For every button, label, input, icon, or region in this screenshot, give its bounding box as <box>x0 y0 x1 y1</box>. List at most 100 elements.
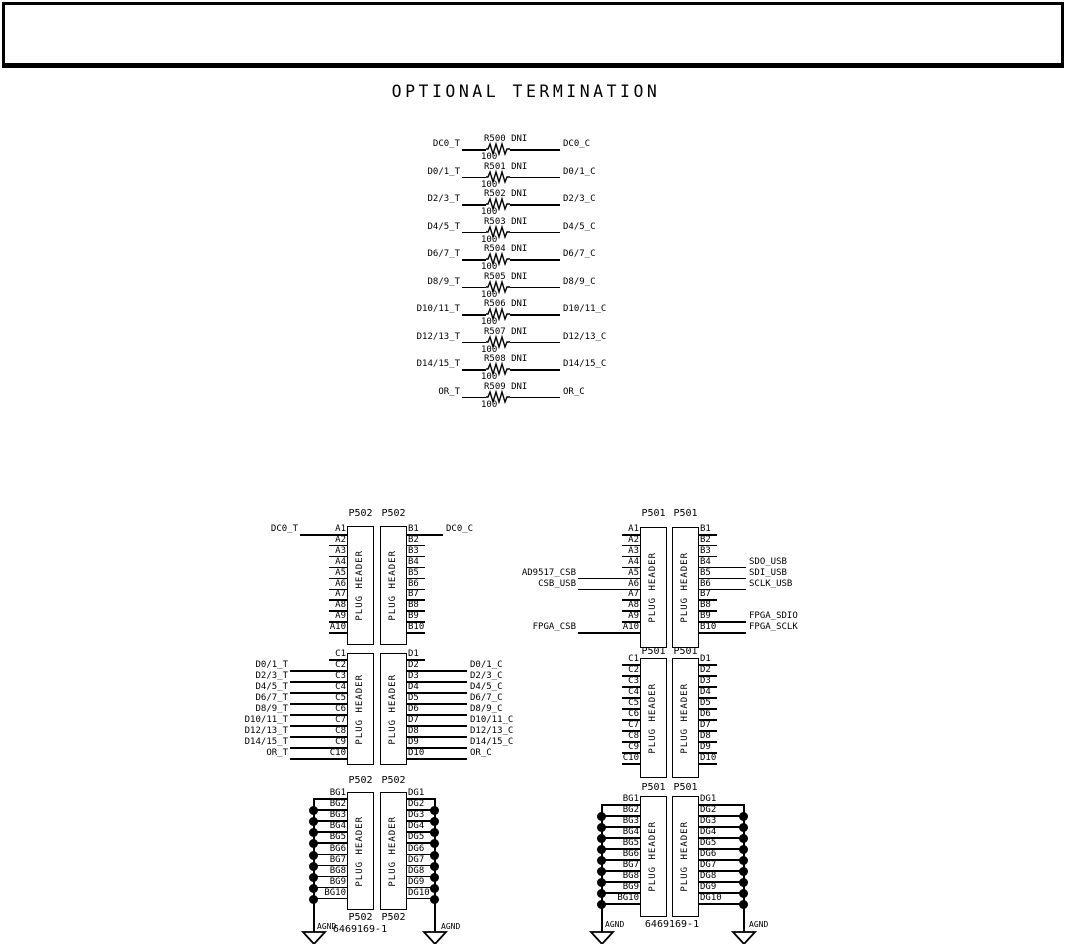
pin-wire <box>622 664 640 666</box>
pin-wire <box>313 831 347 833</box>
net-label: D2/3_C <box>470 671 503 681</box>
pin-label: C1 <box>335 649 346 659</box>
pin-label: DG3 <box>408 810 425 821</box>
wire <box>510 286 560 288</box>
pin-wire <box>699 610 717 612</box>
pin-label: D1 <box>700 654 711 664</box>
pin-wire <box>329 659 347 661</box>
connector-refdes-label: P501 <box>673 508 698 519</box>
pin-label: A6 <box>335 578 346 589</box>
net-label: OR_T <box>266 748 288 758</box>
net-label: D12/13_T <box>244 726 288 736</box>
pin-label: DG10 <box>408 887 430 898</box>
pin-wire <box>578 588 640 590</box>
pin-wire <box>313 864 347 867</box>
pin-wire <box>290 736 347 738</box>
resistor-symbol <box>486 251 510 267</box>
connector-refdes-label: P501 <box>641 508 666 519</box>
pin-wire <box>407 534 443 536</box>
pin-wire <box>407 842 434 844</box>
pin-wire <box>622 534 640 536</box>
connector-body-label: PLUG HEADER <box>648 552 658 623</box>
pin-wire <box>290 714 347 716</box>
pin-label: B8 <box>700 600 711 611</box>
pin-label: DG4 <box>408 821 425 832</box>
net-label: D0/1_T <box>427 166 460 177</box>
resistor-value-label: 100 <box>481 152 498 162</box>
pin-wire <box>601 826 640 828</box>
pin-wire <box>407 566 425 569</box>
pin-wire <box>622 544 640 547</box>
pin-label: B7 <box>700 589 711 600</box>
pin-wire <box>407 692 467 694</box>
pin-label: BG10 <box>324 887 346 898</box>
net-label: D6/7_T <box>427 249 460 259</box>
pin-label: D5 <box>408 693 419 703</box>
wire <box>462 369 486 371</box>
connector-refdes-label: P502 <box>381 775 406 786</box>
net-label: D6/7_T <box>255 693 288 703</box>
pin-wire <box>313 820 347 822</box>
pin-label: DG9 <box>700 882 717 892</box>
pin-wire <box>329 621 347 623</box>
connector-body: PLUG HEADER <box>347 792 374 910</box>
connector-body: PLUG HEADER <box>640 658 667 778</box>
pin-label: B1 <box>700 524 711 534</box>
pin-wire <box>699 719 717 721</box>
pin-wire <box>699 859 743 861</box>
pin-label: B1 <box>408 524 419 534</box>
pin-wire <box>300 534 347 536</box>
pin-wire <box>622 708 640 710</box>
pin-wire <box>601 870 640 872</box>
pin-label: BG5 <box>622 838 639 848</box>
pin-label: A1 <box>628 524 639 534</box>
connector-refdes-label: P502 <box>348 508 373 519</box>
resistor-value-label: 100 <box>481 344 498 355</box>
wire <box>462 396 486 398</box>
pin-label: C2 <box>628 665 639 675</box>
resistor-value-label: 100 <box>481 317 498 327</box>
wire <box>462 259 486 261</box>
pin-wire <box>699 599 717 601</box>
pin-label: DG7 <box>408 854 425 865</box>
resistor-symbol <box>486 279 510 294</box>
connector-refdes-label: P502 <box>381 508 406 519</box>
wire <box>462 314 486 316</box>
connector-body-label: PLUG HEADER <box>388 550 398 621</box>
net-label: SCLK_USB <box>749 578 793 589</box>
pin-wire <box>329 588 347 590</box>
net-label: D14/15_C <box>470 737 514 747</box>
resistor-ref-label: R509 DNI <box>484 381 528 392</box>
pin-label: A4 <box>628 556 639 567</box>
pin-wire <box>407 588 425 590</box>
pin-label: A4 <box>335 556 346 567</box>
net-label: SDI_USB <box>749 567 787 578</box>
pin-wire <box>407 703 467 705</box>
part-number-label: 6469169-1 <box>332 924 388 935</box>
pin-wire <box>329 577 347 580</box>
connector-body: PLUG HEADER <box>380 653 407 765</box>
wire <box>510 341 560 343</box>
wire <box>462 176 486 178</box>
pin-label: A6 <box>628 578 639 589</box>
resistor-symbol <box>486 306 510 322</box>
wire <box>462 204 486 206</box>
pin-wire <box>407 897 434 900</box>
pin-label: D4 <box>408 682 419 692</box>
net-label: SDO_USB <box>749 556 787 567</box>
pin-label: DG10 <box>700 893 722 903</box>
pin-label: DG2 <box>408 799 425 810</box>
pin-wire <box>407 758 467 760</box>
pin-label: BG9 <box>329 876 346 887</box>
pin-label: BG9 <box>622 882 639 892</box>
pin-label: B2 <box>408 534 419 545</box>
pin-label: B7 <box>408 589 419 600</box>
pin-wire <box>699 588 746 590</box>
pin-wire <box>407 747 467 749</box>
pin-label: BG6 <box>622 849 639 859</box>
net-label: D8/9_C <box>563 276 596 287</box>
pin-label: B6 <box>700 578 711 589</box>
net-label: D14/15_T <box>416 359 460 369</box>
resistor-ref-label: R508 DNI <box>484 354 528 364</box>
